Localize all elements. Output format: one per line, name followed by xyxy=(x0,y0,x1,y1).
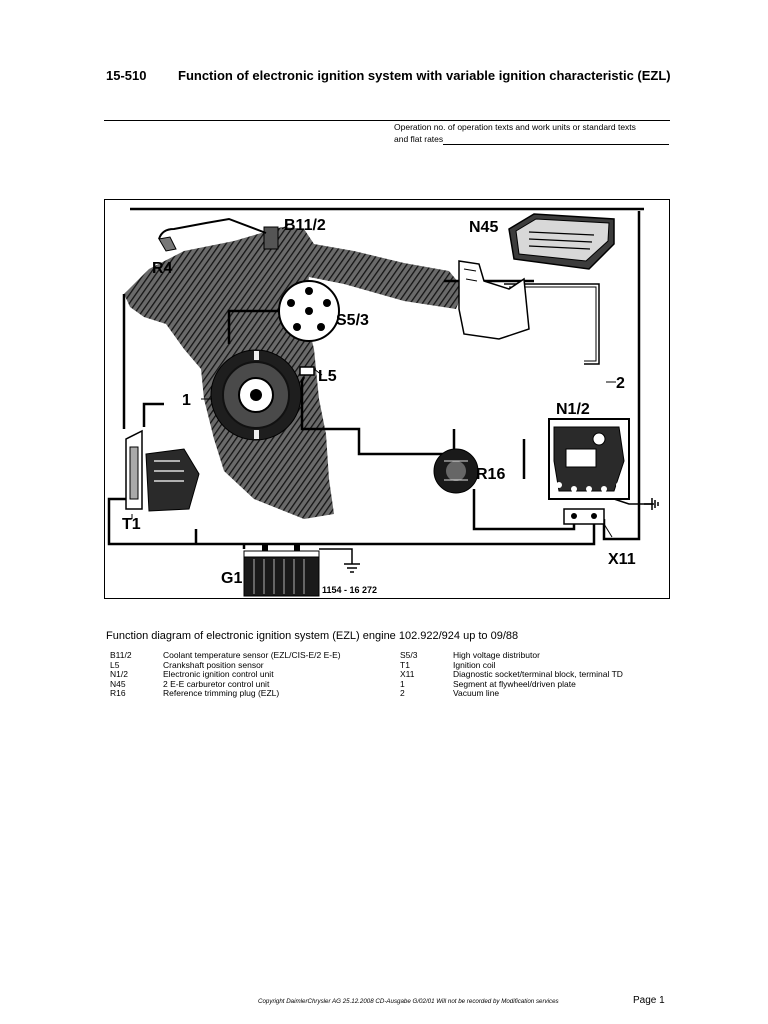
carburetor-control-unit xyxy=(508,213,615,270)
legend-text: High voltage distributor xyxy=(453,650,540,660)
legend-row: B11/2 Coolant temperature sensor (EZL/CIS… xyxy=(110,650,341,661)
legend-text: Ignition coil xyxy=(453,659,496,670)
operation-note-line2: and flat rates xyxy=(394,134,444,144)
ignition-control-unit xyxy=(548,418,654,505)
legend-text: 2 E-E carburetor control unit xyxy=(163,678,270,689)
ground-symbol-right xyxy=(644,498,659,510)
legend-row: N1/2 Electronic ignition control unit xyxy=(110,670,341,680)
vacuum-line xyxy=(504,283,600,365)
label-1: 1 xyxy=(182,392,191,409)
legend-row: R16 Reference trimming plug (EZL) xyxy=(110,689,341,699)
legend-row: L5 Crankshaft position sensor xyxy=(110,659,341,671)
r4-sensor-cable xyxy=(158,217,267,240)
operation-note: Operation no. of operation texts and wor… xyxy=(394,121,676,145)
crankshaft-sensor xyxy=(299,366,315,376)
legend-code: T1 xyxy=(400,659,410,670)
legend-row: 1 Segment at flywheel/driven plate xyxy=(400,678,623,690)
label-n1-2: N1/2 xyxy=(556,401,590,418)
label-t1: T1 xyxy=(122,516,141,533)
battery xyxy=(243,545,320,597)
ground-symbol-battery xyxy=(319,548,360,573)
ignition-coil xyxy=(125,429,200,512)
legend-row: N45 2 E-E carburetor control unit xyxy=(110,678,341,690)
legend-code: R16 xyxy=(110,688,126,699)
legend-code: 2 xyxy=(400,688,405,699)
coolant-sensor xyxy=(263,226,279,250)
reference-trimming-plug xyxy=(433,448,479,494)
label-r4: R4 xyxy=(152,260,173,277)
page-number: Page 1 xyxy=(633,995,665,1006)
copyright-footer: Copyright DaimlerChrysler AG 25.12.2008 … xyxy=(258,998,559,1005)
label-x11: X11 xyxy=(608,551,636,568)
r4-sensor xyxy=(158,236,177,252)
legend-row: 2 Vacuum line xyxy=(400,689,623,699)
diagnostic-socket xyxy=(563,508,605,525)
legend-code: S5/3 xyxy=(400,650,418,660)
legend-code: N45 xyxy=(110,678,126,689)
legend-code: L5 xyxy=(110,659,120,670)
legend-text: Segment at flywheel/driven plate xyxy=(453,678,576,689)
operation-note-line1: Operation no. of operation texts and wor… xyxy=(394,122,636,132)
legend-code: N1/2 xyxy=(110,669,128,680)
operation-fill-line xyxy=(443,135,670,145)
legend-text: Crankshaft position sensor xyxy=(163,659,264,670)
header-rule-right xyxy=(392,120,670,121)
figure-caption: Function diagram of electronic ignition … xyxy=(106,630,519,642)
legend-row: X11 Diagnostic socket/terminal block, ter… xyxy=(400,670,623,680)
leader-b11-2 xyxy=(281,224,289,230)
legend-text: Vacuum line xyxy=(453,688,500,699)
operation-note-line2-row: and flat rates xyxy=(394,133,676,145)
leader-x11 xyxy=(603,523,613,538)
wiring xyxy=(107,211,641,549)
legend-text: Electronic ignition control unit xyxy=(163,669,274,680)
legend-text: Reference trimming plug (EZL) xyxy=(163,688,280,699)
legend-row: S5/3 High voltage distributor xyxy=(400,650,623,661)
ignition-function-diagram: B11/2 N45 R4 S5/3 L5 1 2 N1/2 R16 T1 X11… xyxy=(104,199,670,599)
page-title: Function of electronic ignition system w… xyxy=(178,68,671,83)
label-n45: N45 xyxy=(469,219,498,236)
leader-l5 xyxy=(313,368,323,376)
legend-code: 1 xyxy=(400,678,405,689)
header-rule-left xyxy=(104,120,392,121)
label-2: 2 xyxy=(616,375,625,392)
legend-code: X11 xyxy=(400,669,415,680)
label-g1: G1 xyxy=(221,570,242,587)
label-b11-2: B11/2 xyxy=(284,217,326,234)
legend-left: B11/2 Coolant temperature sensor (EZL/CIS… xyxy=(110,650,341,699)
label-r16: R16 xyxy=(476,466,505,483)
label-l5: L5 xyxy=(318,368,337,385)
legend-text: Coolant temperature sensor (EZL/CIS-E/2 … xyxy=(163,650,341,660)
legend-right: S5/3 High voltage distributor T1 Ignition … xyxy=(400,650,623,699)
label-ref: 1154 - 16 272 xyxy=(322,585,377,595)
label-s5-3: S5/3 xyxy=(336,312,369,329)
legend-row: T1 Ignition coil xyxy=(400,659,623,671)
legend-code: B11/2 xyxy=(110,650,132,660)
legend-text: Diagnostic socket/terminal block, termin… xyxy=(453,669,623,680)
section-number: 15-510 xyxy=(106,68,147,83)
